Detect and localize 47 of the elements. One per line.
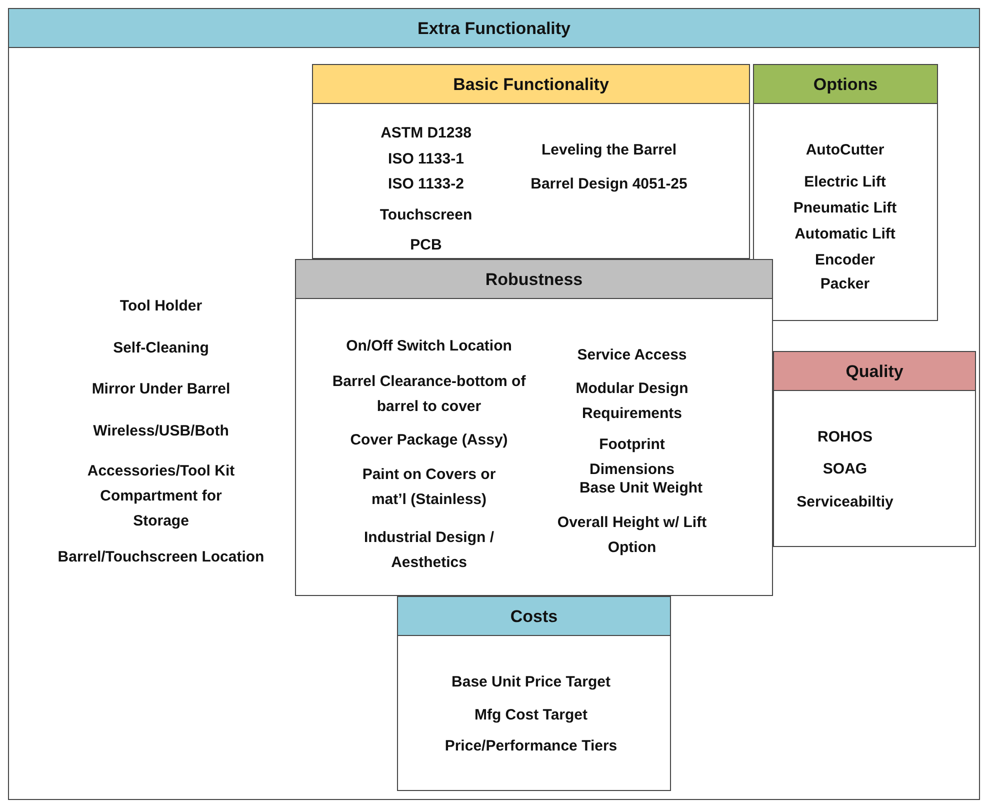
category-heading: Robustness	[296, 260, 772, 299]
category-heading: Basic Functionality	[313, 65, 749, 104]
requirement-text: Barrel/Touchscreen Location	[58, 548, 264, 568]
requirement-text: Electric Lift	[804, 172, 886, 192]
requirement-text: Pneumatic Lift	[793, 198, 897, 218]
requirement-text: Modular Design Requirements	[574, 379, 690, 424]
requirement-text: Wireless/USB/Both	[93, 422, 229, 442]
requirement-text: Packer	[820, 274, 870, 294]
requirement-text: Leveling the Barrel	[541, 140, 677, 160]
requirement-text: Paint on Covers or mat’l (Stainless)	[361, 465, 497, 510]
category-box	[773, 351, 976, 547]
requirement-text: ASTM D1238	[380, 124, 472, 144]
category-heading: Quality	[774, 352, 975, 391]
requirement-text: Self-Cleaning	[113, 338, 209, 358]
requirement-text: Accessories/Tool Kit Compartment for Storage	[86, 462, 236, 532]
requirement-text: Mirror Under Barrel	[92, 380, 230, 400]
category-box	[312, 64, 750, 259]
requirement-text: Base Unit Weight	[579, 478, 703, 498]
requirement-text: ISO 1133-1	[388, 150, 464, 170]
requirement-text: Barrel Clearance-bottom of barrel to cover	[331, 372, 527, 417]
requirement-text: Barrel Design 4051-25	[530, 174, 688, 194]
requirement-text: Overall Height w/ Lift Option	[557, 513, 707, 558]
category-heading: Extra Functionality	[9, 9, 979, 48]
requirement-text: Tool Holder	[120, 296, 202, 316]
category-heading: Options	[754, 65, 937, 104]
requirement-text: Cover Package (Assy)	[350, 430, 508, 450]
requirement-text: Automatic Lift	[794, 224, 896, 244]
requirement-text: On/Off Switch Location	[346, 336, 512, 356]
requirement-text: Mfg Cost Target	[474, 706, 588, 726]
requirement-text: SOAG	[822, 460, 868, 480]
requirement-text: Service Access	[577, 346, 687, 366]
requirement-text: Price/Performance Tiers	[444, 736, 618, 756]
category-box	[295, 259, 773, 596]
category-box	[753, 64, 938, 321]
requirement-text: Serviceabiltiy	[796, 492, 894, 512]
requirement-text: Industrial Design / Aesthetics	[362, 528, 496, 573]
requirement-text: AutoCutter	[806, 140, 884, 160]
requirement-text: PCB	[410, 236, 442, 256]
category-heading: Costs	[398, 597, 670, 636]
requirement-text: Encoder	[815, 250, 875, 270]
requirement-text: Touchscreen	[380, 206, 472, 226]
requirement-text: ISO 1133-2	[388, 174, 464, 194]
category-box	[8, 8, 980, 800]
requirement-text: ROHOS	[818, 428, 872, 448]
requirement-text: Base Unit Price Target	[452, 672, 610, 692]
requirement-text: Footprint Dimensions	[588, 435, 676, 480]
category-box	[397, 596, 671, 791]
